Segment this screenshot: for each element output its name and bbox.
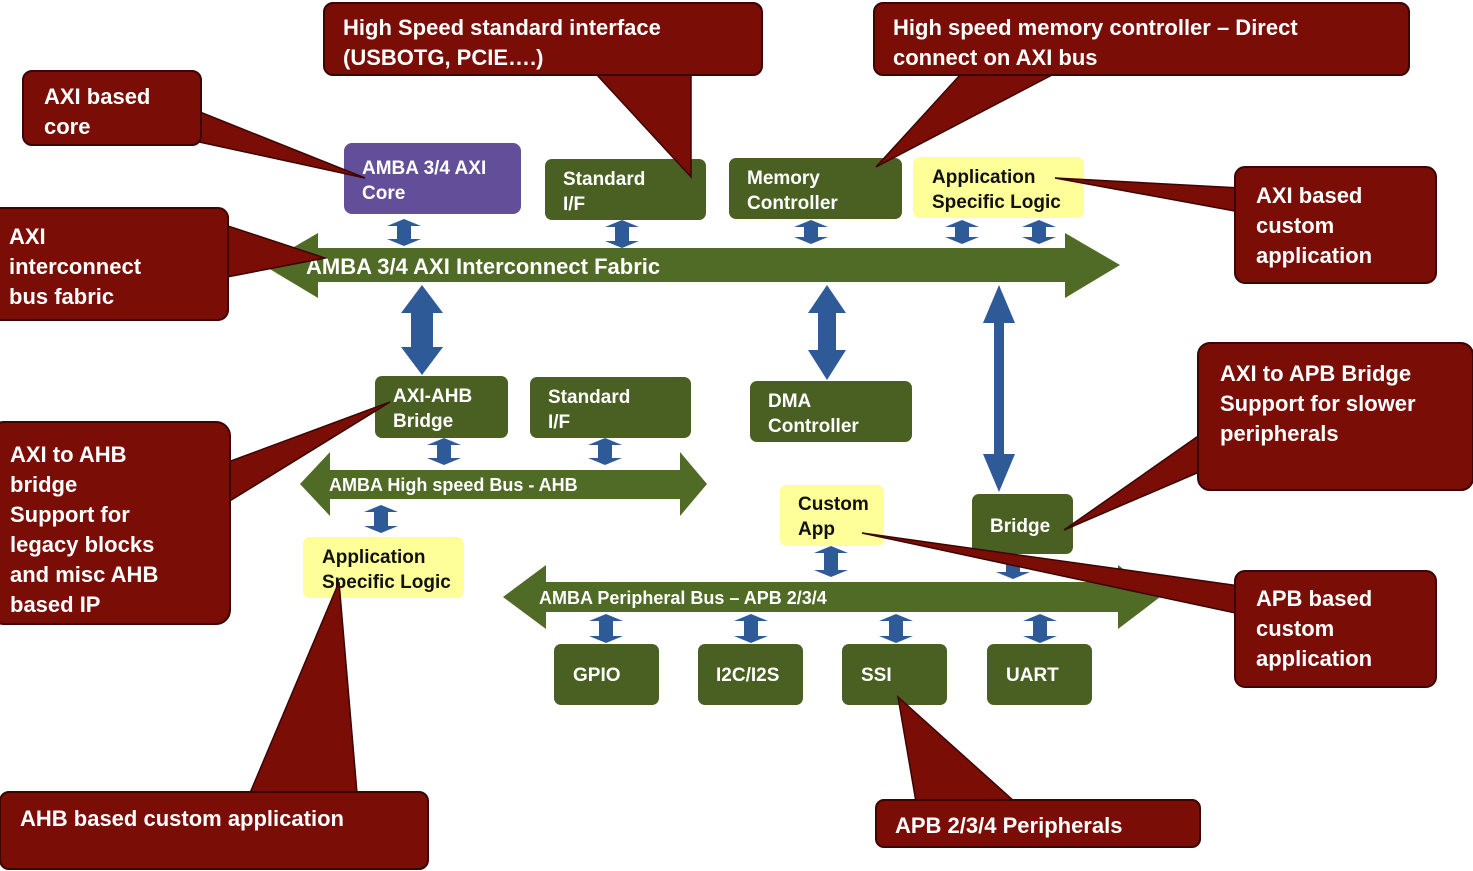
- connection-arrows: [364, 219, 1057, 643]
- callout-axi-apb-bridge-text: AXI to APB Bridge Support for slower per…: [1220, 361, 1422, 446]
- i2c-i2s-block: I2C/I2S: [698, 644, 803, 705]
- i2c-i2s-text: I2C/I2S: [716, 665, 779, 686]
- callout-axi-custom-app: AXI based custom application: [1054, 166, 1437, 284]
- custom-app-block: Custom App: [780, 485, 884, 546]
- link-arrow: [945, 220, 979, 244]
- dma-controller-block: DMA Controller: [750, 381, 912, 442]
- link-arrow: [983, 285, 1015, 492]
- axi-ahb-bridge-text: AXI-AHB Bridge: [393, 386, 477, 432]
- callout-axi-core-text: AXI based core: [44, 84, 157, 139]
- axi-ahb-bridge-block: AXI-AHB Bridge: [375, 376, 508, 438]
- gpio-text: GPIO: [573, 665, 621, 686]
- callout-axi-core: AXI based core: [22, 70, 366, 179]
- callout-high-speed-interface-text: High Speed standard interface (USBOTG, P…: [343, 15, 667, 70]
- link-arrow: [794, 220, 828, 244]
- axi-bus-label: AMBA 3/4 AXI Interconnect Fabric: [306, 254, 660, 279]
- apb-bus: AMBA Peripheral Bus – APB 2/3/4: [503, 565, 1160, 629]
- bridge-block: Bridge: [972, 494, 1073, 554]
- ahb-bus-label: AMBA High speed Bus - AHB: [329, 475, 578, 495]
- link-arrow: [814, 546, 848, 577]
- app-logic-top-text: Application Specific Logic: [932, 167, 1061, 213]
- link-arrow: [589, 614, 623, 643]
- ahb-bus: AMBA High speed Bus - AHB: [300, 452, 707, 516]
- custom-app-text: Custom App: [798, 494, 874, 540]
- link-arrow: [427, 438, 461, 465]
- bridge-text: Bridge: [990, 516, 1050, 537]
- apb-bus-label: AMBA Peripheral Bus – APB 2/3/4: [539, 588, 827, 608]
- link-arrow: [605, 220, 639, 248]
- dma-controller-text: DMA Controller: [768, 391, 859, 437]
- link-arrow: [588, 438, 622, 465]
- callout-apb-peripherals: APB 2/3/4 Peripherals: [875, 695, 1201, 848]
- gpio-block: GPIO: [554, 644, 659, 705]
- link-arrow: [387, 219, 421, 246]
- callout-axi-ahb-bridge: AXI to AHB bridge Support for legacy blo…: [0, 401, 391, 625]
- callout-ahb-custom-app-text: AHB based custom application: [20, 806, 344, 831]
- callout-axi-ahb-bridge-text: AXI to AHB bridge Support for legacy blo…: [10, 442, 164, 617]
- callout-axi-apb-bridge: AXI to APB Bridge Support for slower per…: [1063, 342, 1473, 531]
- app-logic-ahb-text: Application Specific Logic: [322, 547, 451, 593]
- app-logic-top-block: Application Specific Logic: [913, 157, 1084, 218]
- memory-controller-block: Memory Controller: [729, 158, 902, 219]
- standard-if-top-block: Standard I/F: [545, 159, 706, 220]
- callout-apb-custom-app: APB based custom application: [861, 532, 1437, 688]
- link-arrow: [808, 285, 846, 380]
- link-arrow: [1023, 614, 1057, 643]
- axi-interconnect-bus: AMBA 3/4 AXI Interconnect Fabric: [263, 233, 1120, 298]
- callout-axi-fabric: AXI interconnect bus fabric: [0, 207, 328, 321]
- axi-core-block: AMBA 3/4 AXI Core: [344, 143, 521, 214]
- link-arrow: [364, 505, 398, 533]
- callout-axi-fabric-text: AXI interconnect bus fabric: [9, 224, 147, 309]
- callout-apb-peripherals-text: APB 2/3/4 Peripherals: [895, 813, 1122, 838]
- link-arrow: [734, 614, 768, 643]
- axi-core-text: AMBA 3/4 AXI Core: [362, 158, 492, 204]
- callout-axi-custom-app-text: AXI based custom application: [1256, 183, 1372, 268]
- ssi-text: SSI: [861, 665, 892, 686]
- ssi-block: SSI: [842, 644, 947, 705]
- callout-high-speed-interface: High Speed standard interface (USBOTG, P…: [323, 2, 763, 179]
- uart-text: UART: [1006, 665, 1059, 686]
- standard-if-mid-text: Standard I/F: [548, 387, 636, 433]
- standard-if-mid-block: Standard I/F: [530, 377, 691, 438]
- link-arrow: [401, 285, 443, 375]
- app-logic-ahb-block: Application Specific Logic: [303, 537, 464, 598]
- link-arrow: [879, 614, 913, 643]
- memory-controller-text: Memory Controller: [747, 168, 838, 214]
- callout-memory-controller-text: High speed memory controller – Direct co…: [893, 15, 1304, 70]
- link-arrow: [1022, 220, 1056, 244]
- standard-if-top-text: Standard I/F: [563, 169, 651, 215]
- uart-block: UART: [987, 644, 1092, 705]
- callout-memory-controller: High speed memory controller – Direct co…: [873, 2, 1410, 168]
- callout-apb-custom-app-text: APB based custom application: [1256, 586, 1378, 671]
- callout-ahb-custom-app: AHB based custom application: [0, 581, 429, 870]
